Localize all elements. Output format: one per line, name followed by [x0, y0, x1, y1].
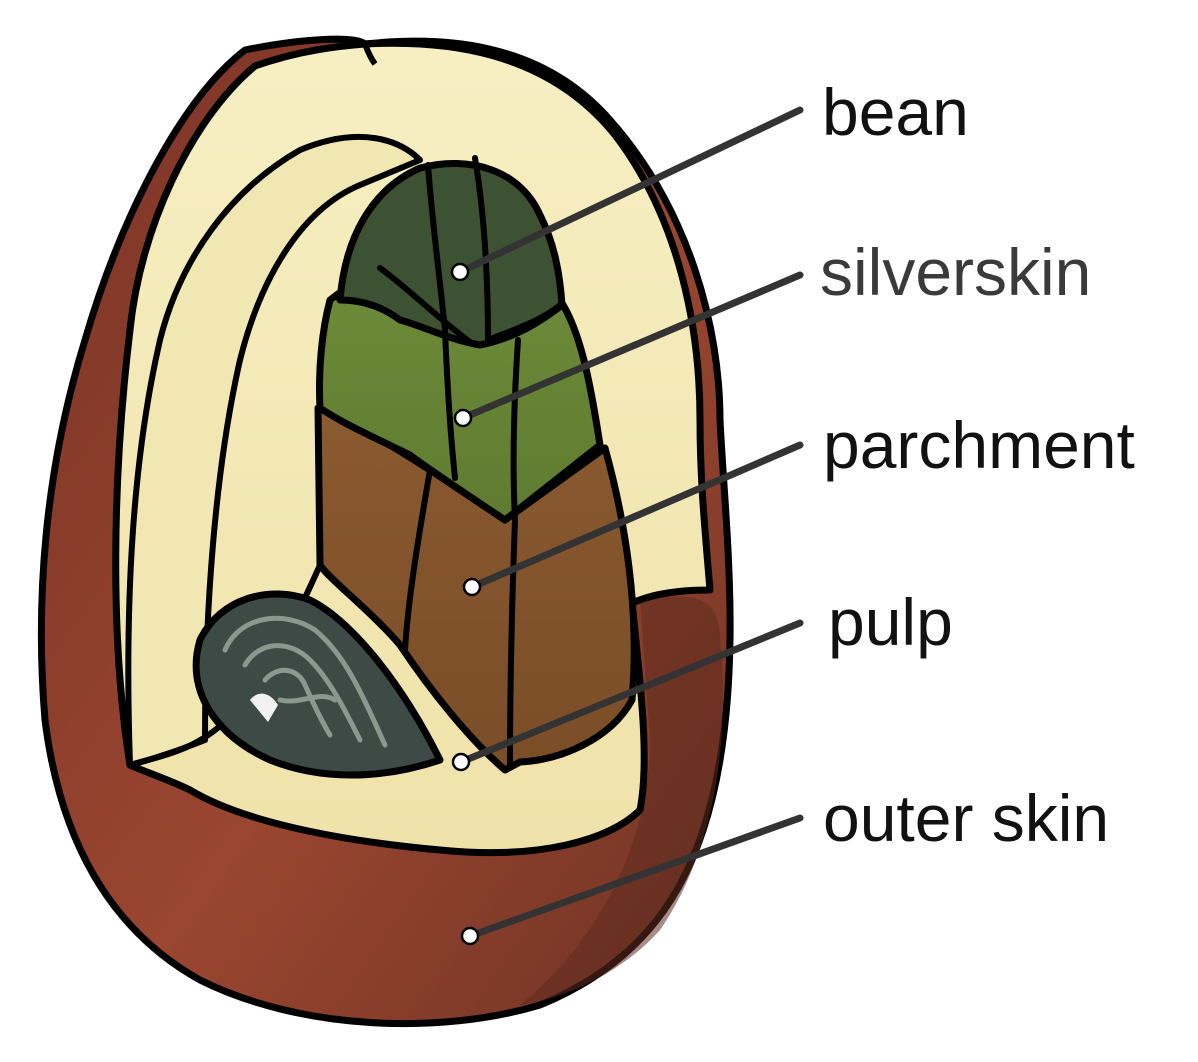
leader-line-parchment — [468, 441, 804, 591]
leader-lines — [456, 106, 804, 940]
embryo-highlight — [250, 693, 278, 722]
label-dots — [450, 262, 482, 946]
leader-line-outer-skin — [466, 814, 804, 940]
label-pulp: pulp — [828, 585, 953, 659]
dot-parchment — [462, 577, 482, 597]
label-parchment: parchment — [823, 408, 1135, 482]
top-seam — [362, 42, 378, 66]
leader-line-pulp — [457, 619, 804, 766]
embryo-spiral — [222, 615, 388, 748]
bean-layer — [336, 160, 566, 349]
silverskin-segment-lines — [442, 327, 521, 523]
outer-skin-right-shade — [520, 596, 723, 1005]
leader-line-bean — [456, 106, 804, 276]
label-outer-skin: outer skin — [823, 781, 1110, 855]
dot-pulp — [451, 752, 471, 772]
dot-bean — [450, 262, 470, 282]
dot-outer-skin — [460, 926, 480, 946]
leader-line-silverskin — [459, 271, 804, 422]
parchment-segment-lines — [402, 467, 518, 768]
label-silverskin: silverskin — [820, 235, 1092, 309]
label-bean: bean — [822, 75, 969, 149]
bean-segment-lines — [377, 155, 563, 345]
dot-silverskin — [453, 408, 473, 428]
